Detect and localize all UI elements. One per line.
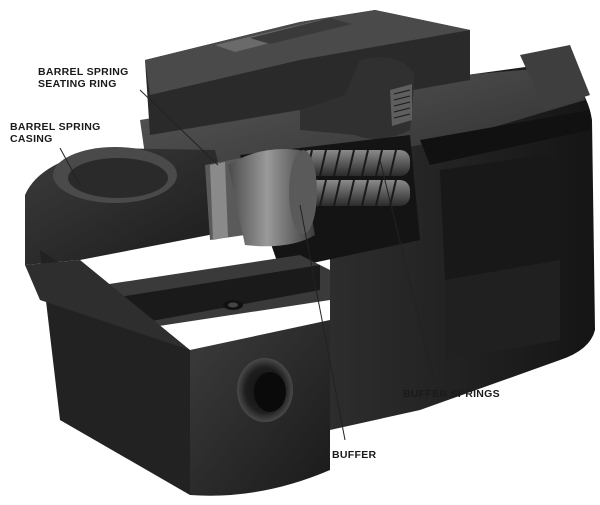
label-casing-line2: CASING bbox=[10, 133, 53, 145]
label-seating-ring-line2: SEATING RING bbox=[38, 78, 117, 90]
label-buffer: BUFFER bbox=[332, 449, 377, 461]
label-seating-ring-line1: BARREL SPRING bbox=[38, 66, 129, 78]
leader-seating-ring bbox=[139, 89, 219, 166]
label-buffer-springs: BUFFER SPRINGS bbox=[403, 388, 500, 400]
leader-casing bbox=[59, 147, 81, 186]
front-channel bbox=[100, 265, 320, 325]
side-recess bbox=[440, 155, 560, 280]
label-barrel-spring-casing: BARREL SPRING CASING bbox=[10, 121, 101, 145]
cover-latch bbox=[300, 57, 415, 140]
leader-buffer bbox=[299, 204, 346, 441]
label-casing-line1: BARREL SPRING bbox=[10, 121, 101, 133]
label-barrel-spring-seating-ring: BARREL SPRING SEATING RING bbox=[38, 66, 129, 90]
leader-buffer-springs bbox=[379, 159, 436, 386]
top-slot bbox=[420, 110, 590, 165]
leader-lines bbox=[59, 89, 436, 441]
